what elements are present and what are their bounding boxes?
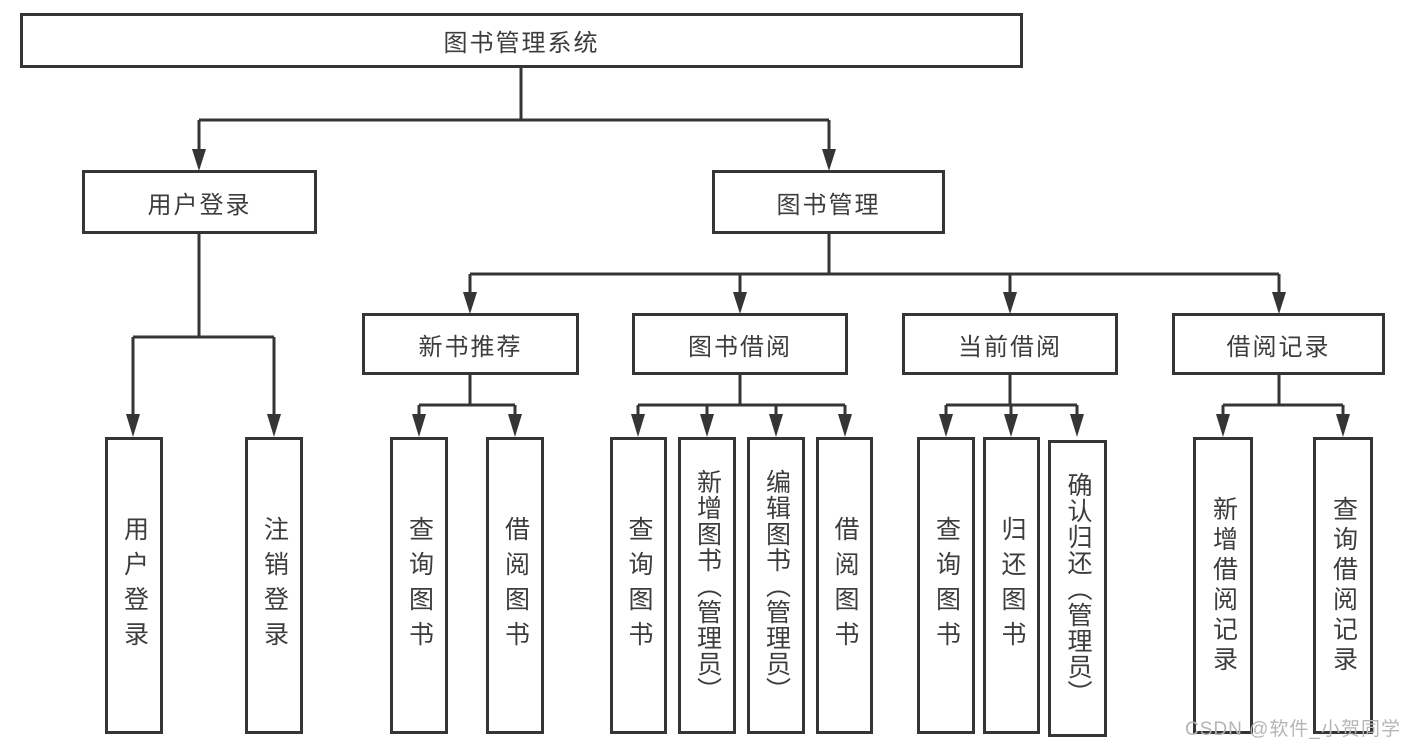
leaf-record-add: 新增借阅记录	[1193, 437, 1253, 734]
leaf-borrow-query-label: 查询图书	[625, 515, 653, 656]
connector-root	[192, 68, 836, 171]
arrow-down-icon	[838, 414, 852, 437]
node-current-borrow: 当前借阅	[902, 313, 1118, 375]
leaf-borrow-add: 新增图书（管理员）	[678, 437, 736, 734]
node-user-login: 用户登录	[82, 170, 317, 234]
leaf-borrow-borrow-label: 借阅图书	[831, 515, 859, 656]
leaf-record-query-label: 查询借阅记录	[1329, 495, 1358, 676]
leaf-newbook-query-label: 查询图书	[405, 515, 434, 656]
arrow-down-icon	[822, 149, 836, 171]
arrow-down-icon	[192, 149, 206, 171]
leaf-logout-label: 注销登录	[260, 515, 289, 656]
leaf-user-login-label: 用户登录	[120, 515, 149, 656]
leaf-newbook-borrow: 借阅图书	[486, 437, 544, 734]
arrow-down-icon	[267, 414, 281, 437]
leaf-current-return: 归还图书	[983, 437, 1040, 734]
arrow-down-icon	[1070, 414, 1084, 437]
node-new-book-label: 新书推荐	[418, 333, 523, 361]
watermark: CSDN @软件_小贺同学	[1185, 719, 1401, 740]
arrow-down-icon	[733, 292, 747, 314]
node-root-label: 图书管理系统	[443, 30, 600, 57]
node-root: 图书管理系统	[20, 13, 1023, 68]
arrow-down-icon	[508, 414, 522, 437]
arrow-down-icon	[1003, 292, 1017, 314]
arrow-down-icon	[769, 414, 783, 437]
connector-book-manage	[463, 234, 1286, 314]
leaf-current-confirm-label: 确认归还（管理员）	[1064, 471, 1092, 706]
connector-current-borrow	[939, 375, 1084, 437]
leaf-record-add-label: 新增借阅记录	[1209, 495, 1238, 676]
node-user-login-label: 用户登录	[147, 191, 252, 219]
arrow-down-icon	[700, 414, 714, 437]
node-book-borrow: 图书借阅	[632, 313, 848, 375]
arrow-down-icon	[412, 414, 426, 437]
leaf-newbook-borrow-label: 借阅图书	[501, 515, 530, 656]
leaf-borrow-borrow: 借阅图书	[816, 437, 873, 734]
node-current-borrow-label: 当前借阅	[958, 333, 1062, 361]
connector-borrow-record	[1216, 375, 1350, 437]
arrow-down-icon	[463, 292, 477, 314]
arrow-down-icon	[1336, 414, 1350, 437]
leaf-logout: 注销登录	[245, 437, 303, 734]
leaf-current-query-label: 查询图书	[932, 515, 961, 656]
node-borrow-record-label: 借阅记录	[1226, 333, 1331, 361]
node-book-manage: 图书管理	[712, 170, 945, 234]
leaf-borrow-add-label: 新增图书（管理员）	[693, 468, 722, 703]
leaf-current-confirm: 确认归还（管理员）	[1048, 440, 1107, 737]
node-book-manage-label: 图书管理	[776, 191, 881, 219]
node-borrow-record: 借阅记录	[1172, 313, 1385, 375]
leaf-newbook-query: 查询图书	[390, 437, 448, 734]
connector-new-book	[412, 375, 522, 437]
leaf-borrow-edit: 编辑图书（管理员）	[747, 437, 805, 734]
leaf-current-query: 查询图书	[917, 437, 975, 734]
connector-user-login	[126, 234, 281, 437]
arrow-down-icon	[1004, 414, 1018, 437]
leaf-borrow-query: 查询图书	[610, 437, 667, 734]
leaf-user-login: 用户登录	[105, 437, 163, 734]
leaf-borrow-edit-label: 编辑图书（管理员）	[762, 468, 791, 703]
arrow-down-icon	[126, 414, 140, 437]
arrow-down-icon	[1272, 292, 1286, 314]
arrow-down-icon	[631, 414, 645, 437]
leaf-current-return-label: 归还图书	[998, 515, 1026, 656]
arrow-down-icon	[939, 414, 953, 437]
arrow-down-icon	[1216, 414, 1230, 437]
node-book-borrow-label: 图书借阅	[688, 333, 792, 361]
node-new-book: 新书推荐	[362, 313, 579, 375]
leaf-record-query: 查询借阅记录	[1313, 437, 1373, 734]
connector-book-borrow	[631, 375, 852, 437]
